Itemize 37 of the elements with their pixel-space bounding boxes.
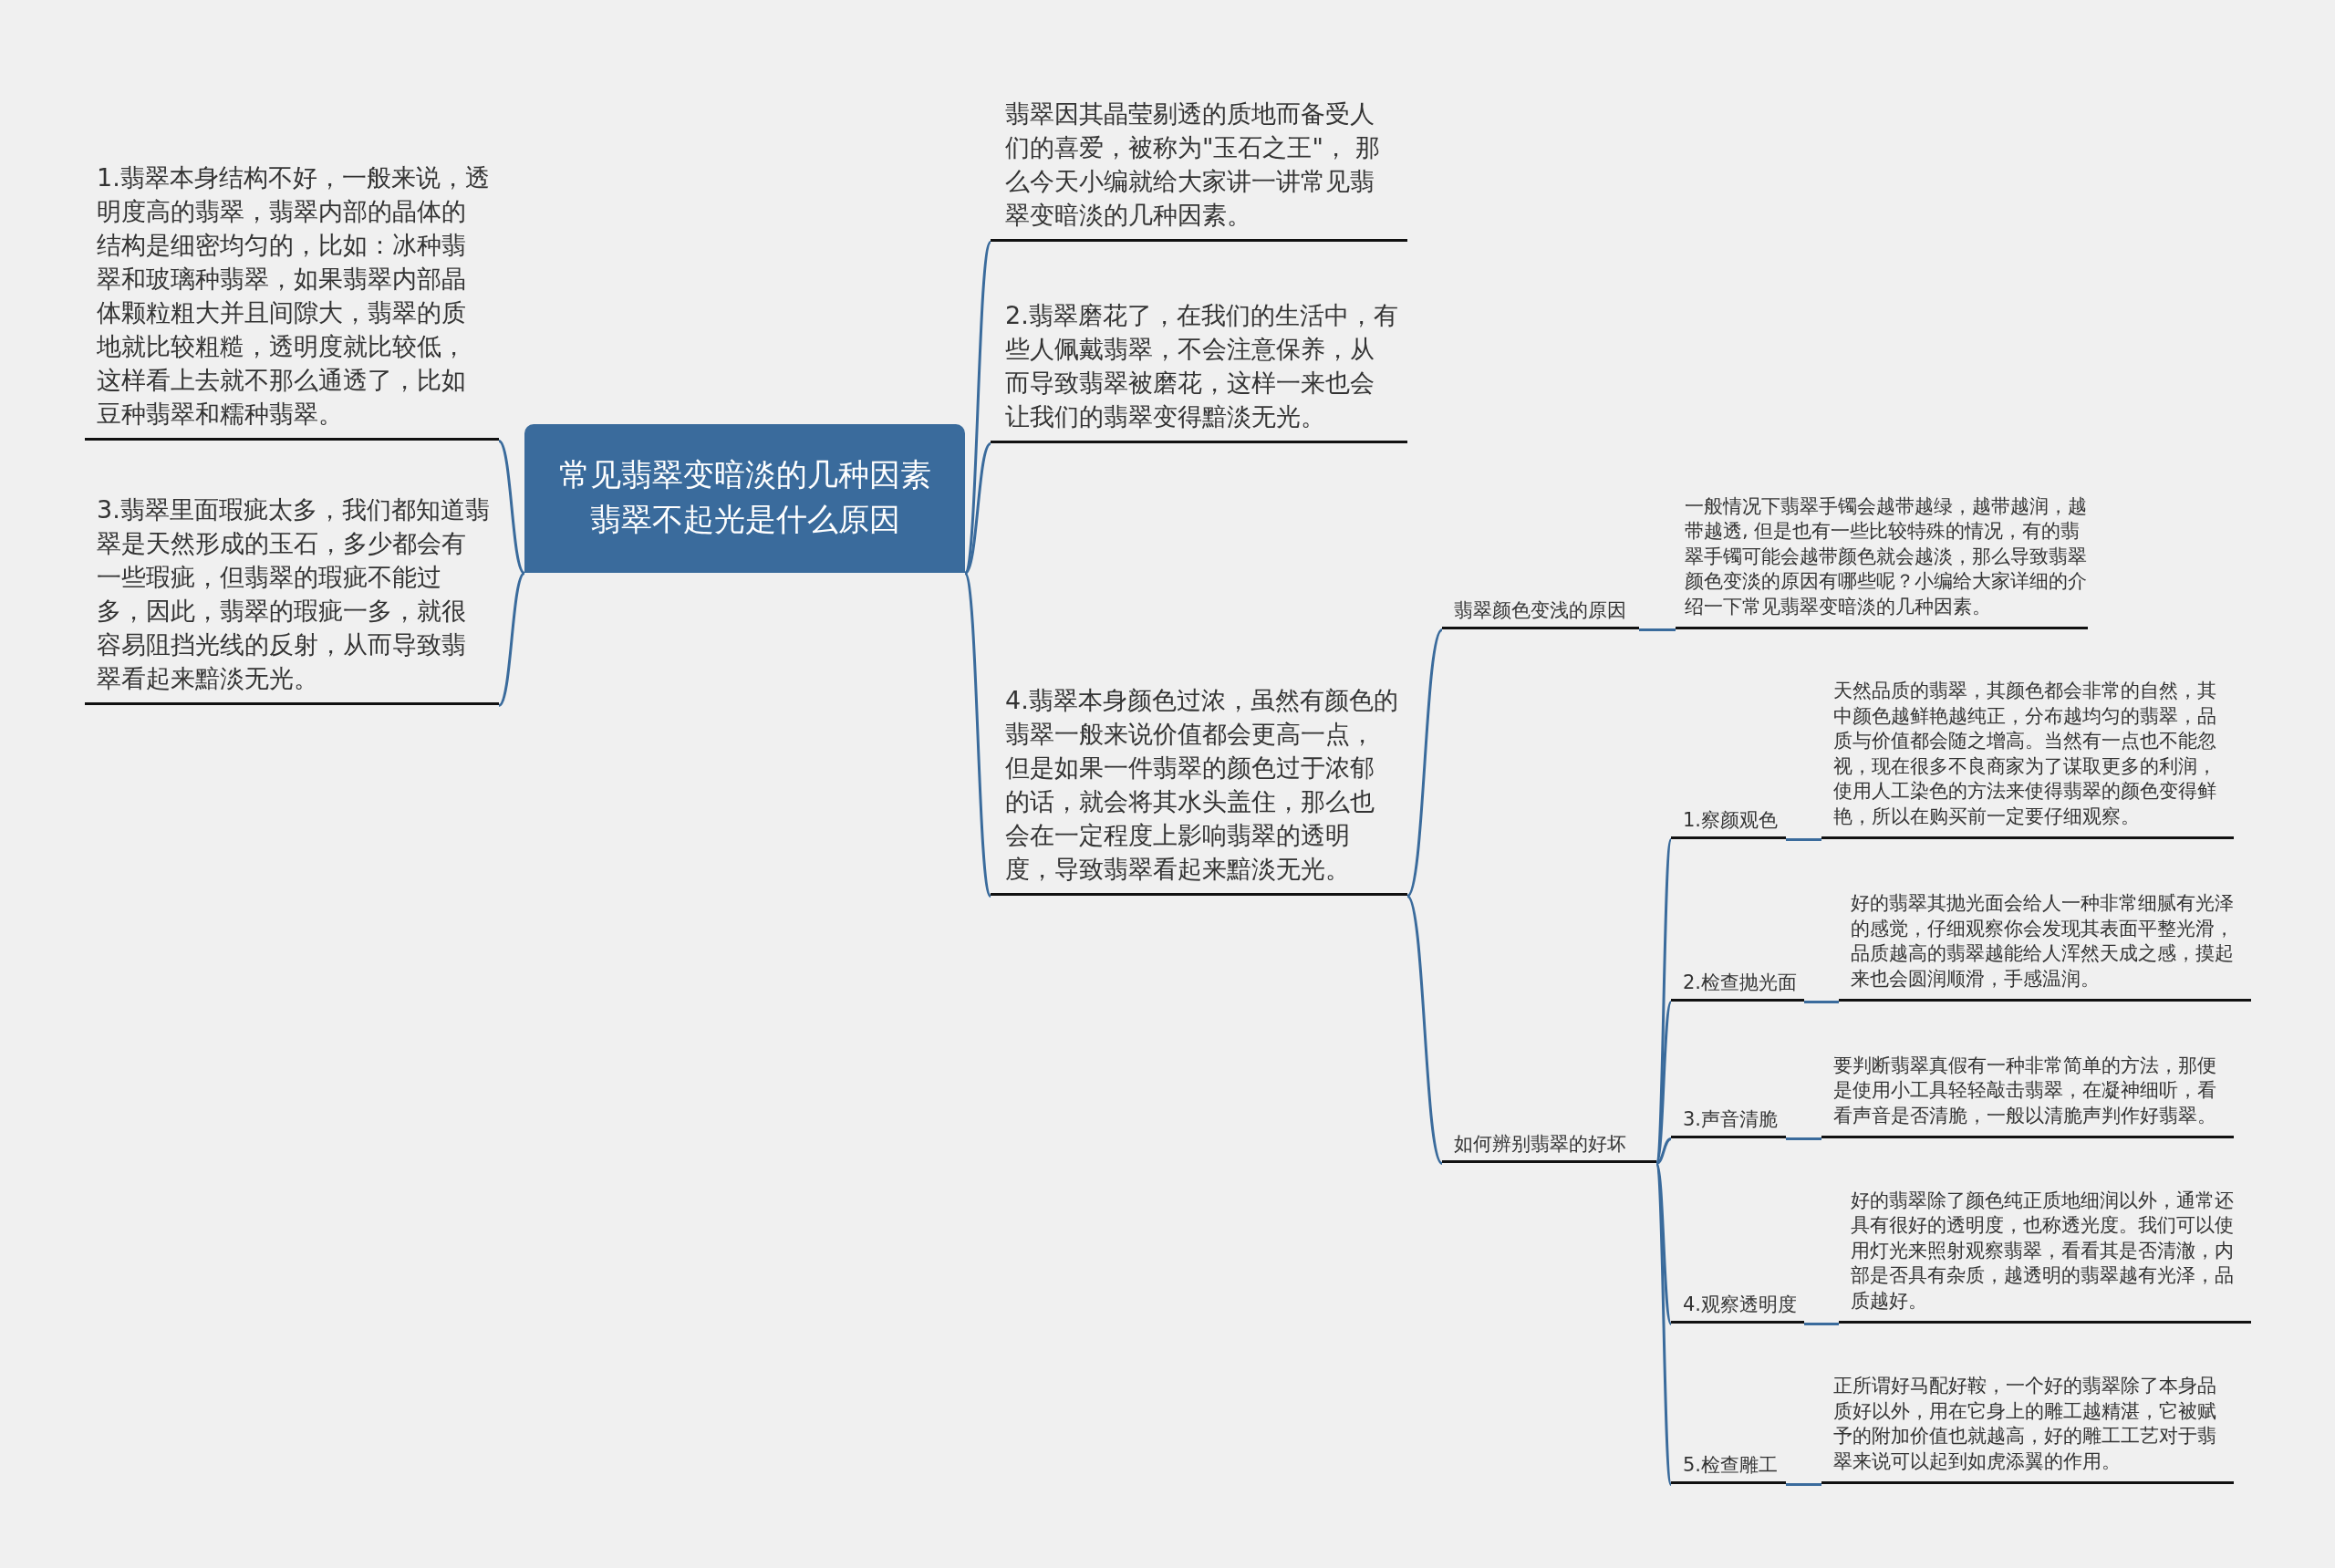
central-topic (524, 424, 965, 573)
connector-line (1655, 1001, 1673, 1165)
connector-line (963, 241, 992, 575)
subtopic-text: 2.检查抛光面 (1683, 971, 1799, 995)
connector-line (1655, 1137, 1672, 1165)
topic-text: 翡翠因其晶莹剔透的质地而备受人们的喜爱，被称为"玉石之王"， 那么今天小编就给大家讲一讲常见翡翠变暗淡的几种因素。 (1005, 99, 1382, 231)
note-text: 正所谓好马配好鞍，一个好的翡翠除了本身品质好以外，用在它身上的雕工越精湛，它被赋予的附加价值也就越高，好的雕工工艺对于翡翠来说可以起到如虎添翼的作用。 (1833, 1374, 2217, 1474)
subtopic-text: 3.声音清脆 (1683, 1107, 1780, 1132)
note-text: 好的翡翠除了颜色纯正质地细润以外，通常还具有很好的透明度，也称透光度。我们可以使用灯光来照射观察翡翠，看看其是否清澈，内部是否具有杂质，越透明的翡翠越有光泽，品质越好。 (1851, 1188, 2235, 1314)
connector-line (1639, 628, 1676, 631)
subtopic-text: 5.检查雕工 (1683, 1453, 1780, 1478)
note-text: 一般情况下翡翠手镯会越带越绿，越带越润，越带越透, 但是也有一些比较特殊的情况，有的翡翠手镯可能会越带颜色就会越淡，那么导致翡翠颜色变淡的原因有哪些呢？小编给大家详细的介绍一下常见翡翠变暗淡的几种因素。 (1685, 493, 2088, 619)
connector-line (1655, 839, 1673, 1164)
subtopic-text: 翡翠颜色变浅的原因 (1454, 598, 1627, 623)
topic-text: 常见翡翠变暗淡的几种因素翡翠不起光是什么原因 (557, 455, 932, 539)
topic-text: 4.翡翠本身颜色过浓，虽然有颜色的翡翠一般来说价值都会更高一点，但是如果一件翡翠的颜色过于浓郁的话，就会将其水头盖住，那么也会在一定程度上影响翡翠的透明度，导致翡翠看起来黯淡无光。 (1005, 685, 1398, 885)
note-text: 天然品质的翡翠，其颜色都会非常的自然，其中颜色越鲜艳越纯正，分布越均匀的翡翠，品质与价值都会随之增高。当然有一点也不能忽视，现在很多不良商家为了谋取更多的利润，使用人工染色的方法来使得翡翠的颜色变得鲜艳，所以在购买前一定要仔细观察。 (1833, 679, 2217, 829)
note-text: 好的翡翠其抛光面会给人一种非常细腻有光泽的感觉，仔细观察你会发现其表面平整光滑，品质越高的翡翠越能给人浑然天成之感，摸起来也会圆润顺滑，手感温润。 (1851, 891, 2235, 992)
subtopic-text: 4.观察透明度 (1683, 1293, 1799, 1317)
connector-line (1804, 1001, 1839, 1003)
subtopic-text: 1.察颜观色 (1683, 808, 1780, 833)
connector-line (964, 442, 991, 575)
connector-line (498, 572, 525, 707)
connector-line (498, 440, 525, 575)
connector-line (963, 572, 992, 898)
connector-line (1406, 628, 1444, 898)
connector-line (1804, 1323, 1839, 1325)
subtopic-text: 如何辨别翡翠的好坏 (1454, 1132, 1627, 1157)
note-text: 要判断翡翠真假有一种非常简单的方法，那便是使用小工具轻轻敲击翡翠，在凝神细听，看看声音是否清脆，一般以清脆声判作好翡翠。 (1833, 1053, 2217, 1128)
connector-line (1786, 838, 1821, 841)
topic-text: 1.翡翠本身结构不好，一般来说，透明度高的翡翠，翡翠内部的晶体的结构是细密均匀的，比如：冰种翡翠和玻璃种翡翠，如果翡翠内部晶体颗粒粗大并且间隙大，翡翠的质地就比较粗糙，透明度就比较低，这样看上去就不那么通透了，比如豆种翡翠和糯种翡翠。 (97, 162, 490, 430)
connector-line (1406, 895, 1444, 1165)
connector-line (1655, 1163, 1673, 1485)
connector-line (1786, 1137, 1821, 1140)
topic-text: 3.翡翠里面瑕疵太多，我们都知道翡翠是天然形成的玉石，多少都会有一些瑕疵，但翡翠的瑕疵不能过多，因此，翡翠的瑕疵一多，就很容易阻挡光线的反射，从而导致翡翠看起来黯淡无光。 (97, 494, 490, 694)
connector-line (1786, 1483, 1821, 1486)
topic-text: 2.翡翠磨花了，在我们的生活中，有些人佩戴翡翠，不会注意保养，从而导致翡翠被磨花，这样一来也会让我们的翡翠变得黯淡无光。 (1005, 300, 1398, 432)
